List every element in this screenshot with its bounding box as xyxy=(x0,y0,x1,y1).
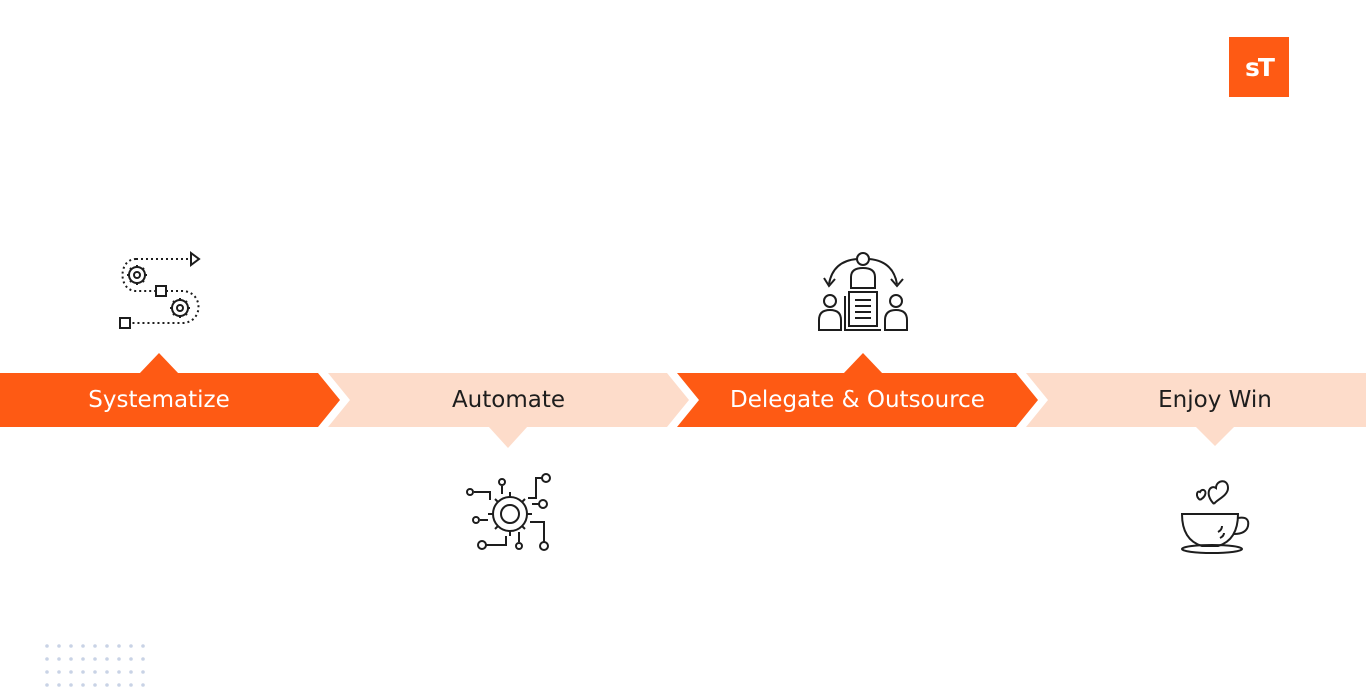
step-pointer-down-enjoy-win xyxy=(1195,426,1235,446)
logo-text: sT xyxy=(1245,52,1275,82)
step-label-enjoy-win: Enjoy Win xyxy=(1158,387,1272,413)
step-label-automate: Automate xyxy=(451,387,566,413)
team-delegation-icon xyxy=(818,252,908,331)
coffee-cup-heart-icon xyxy=(1180,480,1250,554)
step-arrow-systematize xyxy=(0,373,340,427)
circuit-gear-icon xyxy=(466,473,551,551)
step-pointer-up-delegate xyxy=(843,353,883,374)
process-flow-gears-icon xyxy=(119,251,201,329)
step-pointer-up-systematize xyxy=(139,353,179,374)
step-label-systematize: Systematize xyxy=(88,387,230,413)
dot-grid-decoration xyxy=(45,644,145,687)
step-label-delegate: Delegate & Outsource xyxy=(730,387,985,413)
step-arrow-enjoy-win xyxy=(1026,373,1366,427)
step-pointer-down-automate xyxy=(488,426,528,448)
step-arrow-automate xyxy=(328,373,689,427)
brand-logo: sT xyxy=(1229,37,1289,97)
step-arrow-delegate xyxy=(677,373,1038,427)
